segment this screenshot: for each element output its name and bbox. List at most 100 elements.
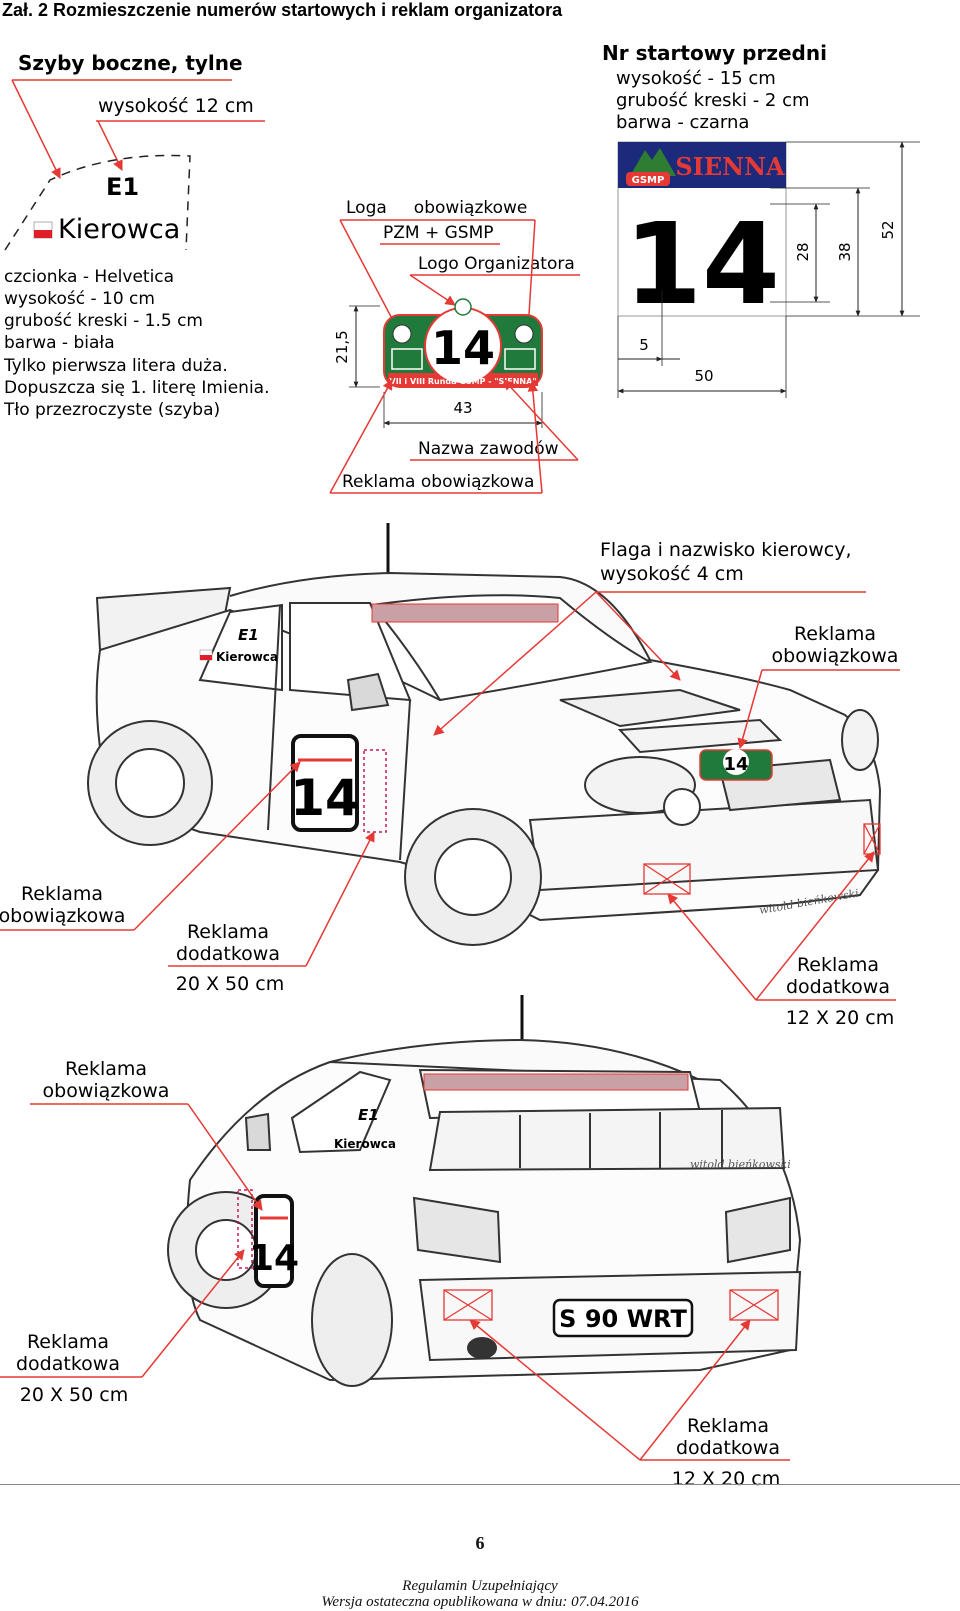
front-number-section: Nr startowy przedni wysokość - 15 cm gru… <box>602 41 920 398</box>
rear-door-name: Kierowca <box>334 1137 396 1151</box>
hood-vent <box>617 718 783 754</box>
windshield-banner <box>371 603 559 623</box>
license-plate <box>552 1298 694 1338</box>
window-code: E1 <box>106 173 139 201</box>
rear-extra-ad-left: Reklama <box>27 1331 109 1353</box>
ad-box-rear-left <box>443 1289 493 1321</box>
pointer-line <box>409 274 456 306</box>
front-car-section: E1 Kierowca 14 14 witold bieńkowski Flag… <box>0 523 900 1029</box>
gsmp-badge <box>626 172 670 186</box>
rear-car-drawing <box>167 995 802 1387</box>
rear-mandatory-ad: Reklama <box>65 1058 147 1080</box>
extra-ad-mid-size: 20 X 50 cm <box>176 973 284 995</box>
front-wheel-rim <box>434 838 512 916</box>
pointer-line <box>595 591 681 681</box>
gsmp-logo-icon <box>514 324 534 344</box>
mountain-icon <box>630 148 676 176</box>
pointer-line <box>329 379 393 494</box>
spec-line: Tło przezroczyste (szyba) <box>3 400 220 420</box>
organizer-logo-label: Logo Organizatora <box>418 254 575 274</box>
mandatory-ad-left: Reklama <box>21 883 103 905</box>
extra-ad-right-size: 12 X 20 cm <box>786 1007 894 1029</box>
side-window-spec: czcionka - Helvetica wysokość - 10 cm gr… <box>3 267 270 420</box>
rear-window-banner <box>423 1073 689 1091</box>
spec-line: czcionka - Helvetica <box>4 267 174 287</box>
rear-wheel-right <box>311 1253 393 1387</box>
door-number: 14 <box>290 769 360 827</box>
pointer-line <box>97 120 123 171</box>
window-driver-name: Kierowca <box>58 214 180 245</box>
event-name-label: Nazwa zawodów <box>418 439 559 459</box>
rally-plate-section: Loga obowiązkowe PZM + GSMP Logo Organiz… <box>329 198 580 494</box>
spec-line: Dopuszcza się 1. literę Imienia. <box>4 378 270 398</box>
spec-line: barwa - biała <box>4 333 115 353</box>
front-spec-line: grubość kreski - 2 cm <box>616 90 810 111</box>
flag-icon-red <box>200 655 212 660</box>
rear-extra-ad-left-size: 20 X 50 cm <box>20 1384 128 1406</box>
rear-extra-ad-right-size: 12 X 20 cm <box>672 1468 780 1490</box>
tail-light <box>724 1196 791 1264</box>
front-number-value: 14 <box>624 200 780 330</box>
pointer-line <box>187 1103 263 1211</box>
side-window <box>290 1070 392 1154</box>
rear-wheel-rim <box>195 1219 257 1281</box>
spec-line: grubość kreski - 1.5 cm <box>4 311 203 331</box>
flag-icon-red <box>34 230 52 238</box>
pointer-line <box>11 79 61 179</box>
pzm-logo-icon <box>392 324 412 344</box>
footer-version: Wersja ostateczna opublikowana w dniu: 0… <box>321 1594 639 1610</box>
pointer-line <box>527 380 543 494</box>
pointer-line <box>755 851 875 1001</box>
mandatory-ad-right: Reklama <box>794 623 876 645</box>
extra-ad-zone <box>237 1189 253 1269</box>
side-window-section: Szyby boczne, tylne wysokość 12 cm E1 Ki… <box>3 51 270 420</box>
front-number-heading: Nr startowy przedni <box>602 41 827 65</box>
mirror <box>244 1112 272 1151</box>
extra-ad-mid: Reklama <box>187 921 269 943</box>
rear-mandatory-ad: obowiązkowa <box>43 1080 170 1102</box>
rear-signature: witold bieńkowski <box>690 1158 791 1171</box>
ad-box-rear-right <box>729 1289 779 1321</box>
pointer-line <box>339 219 399 331</box>
pointer-line <box>523 219 536 332</box>
dim-28: 28 <box>794 242 812 261</box>
pointer-line <box>639 1319 751 1461</box>
pointer-line <box>133 761 301 931</box>
pointer-line <box>305 831 375 967</box>
flag-label: Flaga i nazwisko kierowcy, <box>600 539 852 561</box>
flag-label: wysokość 4 cm <box>600 563 744 585</box>
headlight <box>841 709 879 771</box>
pointer-line <box>433 591 597 736</box>
spec-line: Tylko pierwsza litera duża. <box>3 356 228 376</box>
plate-width-dimension: 43 <box>453 399 472 417</box>
exhaust <box>467 1337 497 1359</box>
rear-car-section: E1 Kierowca 14 S 90 WRT witold bieńkowsk… <box>0 995 802 1490</box>
hood-scoop <box>559 688 741 728</box>
plate-number: 14 <box>431 321 495 375</box>
rear-door-code: E1 <box>358 1106 379 1124</box>
rear-door-number: 14 <box>249 1238 299 1279</box>
extra-ad-right: dodatkowa <box>786 976 890 998</box>
extra-ad-right: Reklama <box>797 954 879 976</box>
pointer-line <box>737 669 763 750</box>
hood-number: 14 <box>723 754 748 775</box>
plate-ad-box <box>391 348 423 370</box>
spec-line: wysokość - 10 cm <box>4 289 155 309</box>
dim-38: 38 <box>836 242 854 261</box>
mirror <box>346 672 390 712</box>
rear-wheel-rim <box>115 748 185 818</box>
door-code: E1 <box>238 626 259 644</box>
front-car-drawing <box>87 523 882 946</box>
rear-extra-ad-right: Reklama <box>687 1415 769 1437</box>
plate-ad-box <box>504 348 536 370</box>
organizer-logo-icon <box>454 298 472 316</box>
pointer-line <box>141 1249 245 1378</box>
door-line <box>399 699 411 861</box>
rear-plate-text: S 90 WRT <box>559 1305 687 1333</box>
mandatory-ad-label: Reklama obowiązkowa <box>342 472 534 492</box>
pzm-label: PZM + GSMP <box>383 223 494 243</box>
plate-height-dimension: 21,5 <box>333 330 351 363</box>
plate-bottom-text: VII i VIII Runda GSMP - "SIENNA" <box>390 377 537 386</box>
logos-label: Loga obowiązkowe <box>346 198 527 218</box>
